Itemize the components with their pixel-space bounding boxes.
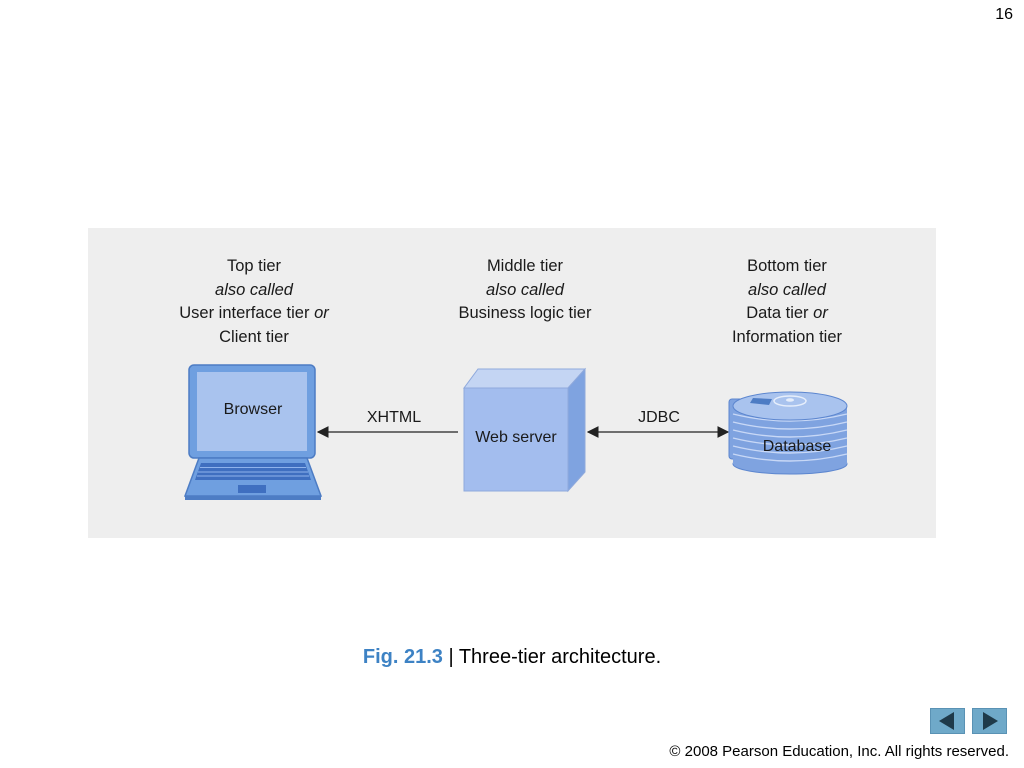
triangle-left-icon <box>939 712 954 730</box>
figure-number: Fig. 21.3 <box>362 646 443 668</box>
bottom-tier-title: Bottom tier <box>747 257 827 275</box>
triangle-right-icon <box>983 712 998 730</box>
database-label: Database <box>763 438 832 455</box>
bottom-tier-also-called: also called <box>748 280 826 299</box>
bottom-tier-label: Bottom tier also called Data tier or Inf… <box>667 255 907 349</box>
middle-tier-title: Middle tier <box>486 257 564 275</box>
architecture-diagram: Top tier also called User interface tier… <box>88 228 936 538</box>
page-number: 16 <box>995 6 1013 23</box>
middle-tier-label: Middle tier also called Business logic t… <box>405 255 645 326</box>
top-tier-or: or <box>314 304 329 322</box>
top-tier-alias: User interface tier or <box>134 302 374 326</box>
caption-text: Three-tier architecture. <box>458 646 662 668</box>
top-tier-alias-text: User interface tier <box>179 304 315 322</box>
diagram-graphics: Browser XHTML Web server JDBC <box>183 364 848 500</box>
caption-separator: | <box>442 646 459 668</box>
xhtml-label: XHTML <box>367 409 421 426</box>
bottom-tier-alias-text: Data tier <box>746 304 814 322</box>
web-server-cube-icon <box>463 367 587 493</box>
top-tier-alias-2: Client tier <box>219 327 289 346</box>
bottom-tier-alias-2: Information tier <box>731 327 843 346</box>
figure-caption: Fig. 21.3 | Three-tier architecture. <box>0 646 1024 669</box>
bottom-tier-alias: Data tier or <box>667 302 907 326</box>
laptop-icon <box>183 364 323 500</box>
browser-label: Browser <box>224 401 283 418</box>
top-tier-also-called: also called <box>215 280 293 299</box>
web-server-label: Web server <box>475 429 557 446</box>
copyright-notice: © 2008 Pearson Education, Inc. All right… <box>669 743 1009 760</box>
next-slide-button[interactable] <box>972 708 1007 734</box>
bottom-tier-or: or <box>813 304 828 322</box>
middle-tier-also-called: also called <box>486 280 564 299</box>
previous-slide-button[interactable] <box>930 708 965 734</box>
middle-tier-alias: Business logic tier <box>458 304 592 322</box>
jdbc-label: JDBC <box>638 409 680 426</box>
database-icon <box>728 391 848 475</box>
top-tier-title: Top tier <box>226 257 282 275</box>
top-tier-label: Top tier also called User interface tier… <box>134 255 374 349</box>
